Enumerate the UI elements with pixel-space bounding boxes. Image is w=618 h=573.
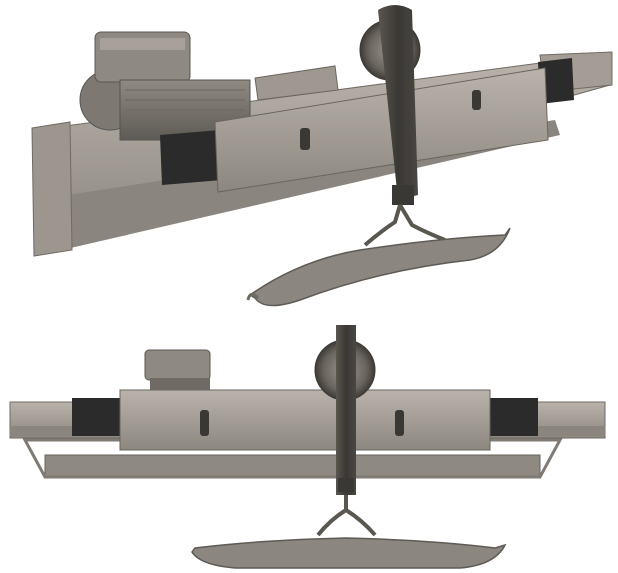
- carriage-plate: [214, 67, 549, 193]
- hanger-front: [336, 325, 356, 495]
- carriage-front: [119, 389, 491, 451]
- hook-bar-front: [191, 495, 507, 569]
- drive-plate-left: [160, 130, 222, 185]
- end-bracket-left: [31, 121, 73, 257]
- slot-right: [472, 90, 481, 110]
- top-box: [254, 65, 339, 101]
- angled-view: [31, 5, 613, 307]
- wheel-assembly: [359, 5, 421, 205]
- slot-left: [300, 128, 310, 150]
- motor-front: [144, 349, 211, 390]
- base-frame: [44, 454, 541, 478]
- drive-plate-right: [538, 58, 574, 104]
- front-view: [9, 325, 606, 569]
- hook-bar: [246, 203, 511, 307]
- motor: [79, 31, 251, 141]
